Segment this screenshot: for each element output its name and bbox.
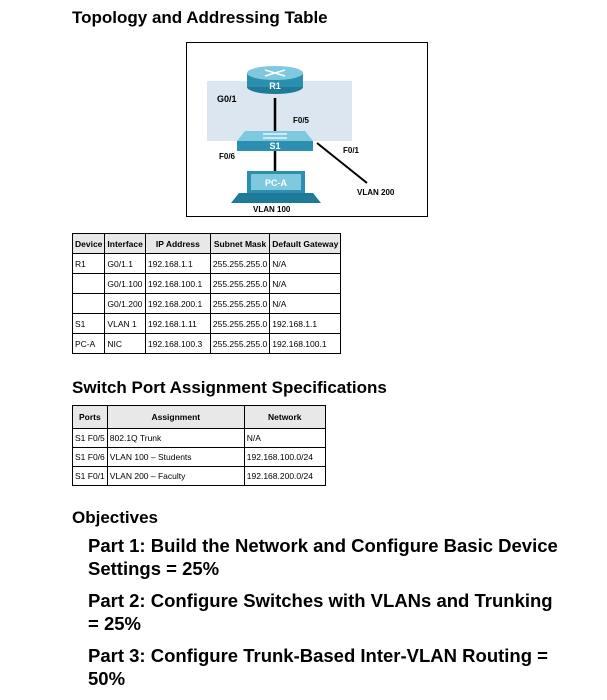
switch-port-trunk-label: F0/5 (293, 116, 310, 125)
table-cell: G0/1.200 (104, 293, 146, 314)
router-icon (247, 66, 303, 94)
objectives-heading: Objectives (72, 508, 158, 527)
table-cell: S1 F0/6 (72, 447, 108, 467)
link-s1-vlan200 (316, 142, 368, 184)
table-cell (71, 293, 106, 314)
table-cell: 192.168.1.1 (144, 253, 211, 274)
column-header: Device (71, 233, 106, 254)
table-cell: 192.168.1.11 (144, 313, 211, 334)
table-row: S1 VLAN 1 192.168.1.11 255.255.255.0 192… (71, 313, 342, 334)
addressing-table: Device Interface IP Address Subnet Mask … (71, 233, 342, 354)
topology-svg: R1 G0/1 S1 F0/5 F0/6 F0/1 PC-A VLAN 100 … (207, 66, 395, 214)
table-cell: VLAN 1 (104, 313, 146, 334)
table-cell: N/A (269, 293, 342, 314)
switch-port-pc-label: F0/6 (219, 152, 236, 161)
table-cell: NIC (104, 333, 146, 354)
table-cell: N/A (269, 273, 342, 294)
table-cell: 192.168.1.1 (269, 313, 342, 334)
router-label: R1 (269, 81, 281, 91)
table-cell: G0/1.1 (104, 253, 146, 274)
vlan-100-label: VLAN 100 (253, 205, 291, 214)
table-row: PC-A NIC 192.168.100.3 255.255.255.0 192… (71, 333, 342, 354)
column-header: IP Address (144, 233, 211, 254)
table-header-row: Ports Assignment Network (72, 405, 326, 429)
table-cell: 192.168.100.1 (144, 273, 211, 294)
table-cell: 192.168.100.3 (144, 333, 211, 354)
table-cell: VLAN 100 – Students (106, 447, 245, 467)
table-cell: 192.168.100.1 (269, 333, 342, 354)
topology-diagram: R1 G0/1 S1 F0/5 F0/6 F0/1 PC-A VLAN 100 … (186, 42, 428, 217)
table-cell: 192.168.100.0/24 (243, 447, 326, 467)
table-cell: 192.168.200.0/24 (243, 466, 326, 486)
table-row: G0/1.100 192.168.100.1 255.255.255.0 N/A (71, 273, 342, 294)
table-header-row: Device Interface IP Address Subnet Mask … (71, 233, 342, 254)
router-port-label: G0/1 (217, 94, 237, 104)
table-row: S1 F0/5 802.1Q Trunk N/A (72, 428, 326, 448)
pc-icon (231, 171, 321, 203)
table-row: R1 G0/1.1 192.168.1.1 255.255.255.0 N/A (71, 253, 342, 274)
table-cell (71, 273, 106, 294)
switch-port-table: Ports Assignment Network S1 F0/5 802.1Q … (72, 405, 326, 486)
table-cell: PC-A (71, 333, 106, 354)
table-cell: 255.255.255.0 (209, 273, 271, 294)
column-header: Interface (104, 233, 146, 254)
switch-icon (237, 131, 313, 151)
column-header: Ports (72, 405, 108, 429)
table-cell: 255.255.255.0 (209, 253, 271, 274)
switch-port-right-label: F0/1 (343, 146, 360, 155)
table-cell: 255.255.255.0 (209, 333, 271, 354)
table-row: S1 F0/1 VLAN 200 – Faculty 192.168.200.0… (72, 466, 326, 486)
table-cell: 255.255.255.0 (209, 313, 271, 334)
switch-label: S1 (269, 141, 280, 151)
objectives-list: Part 1: Build the Network and Configure … (88, 534, 558, 699)
vlan-200-label: VLAN 200 (357, 188, 395, 197)
page-title: Topology and Addressing Table (72, 8, 328, 27)
column-header: Assignment (106, 405, 245, 429)
table-cell: G0/1.100 (104, 273, 146, 294)
table-row: G0/1.200 192.168.200.1 255.255.255.0 N/A (71, 293, 342, 314)
table-row: S1 F0/6 VLAN 100 – Students 192.168.100.… (72, 447, 326, 467)
table-cell: 802.1Q Trunk (106, 428, 245, 448)
table-cell: R1 (71, 253, 106, 274)
table-cell: S1 (71, 313, 106, 334)
objective-part-1: Part 1: Build the Network and Configure … (88, 535, 558, 579)
table-cell: N/A (269, 253, 342, 274)
column-header: Subnet Mask (209, 233, 271, 254)
pc-label: PC-A (265, 178, 287, 188)
table-cell: N/A (243, 428, 326, 448)
switch-port-heading: Switch Port Assignment Specifications (72, 378, 387, 397)
table-cell: S1 F0/1 (72, 466, 108, 486)
table-cell: S1 F0/5 (72, 428, 108, 448)
objective-part-3: Part 3: Configure Trunk-Based Inter-VLAN… (88, 645, 548, 689)
table-cell: 192.168.200.1 (144, 293, 211, 314)
table-cell: 255.255.255.0 (209, 293, 271, 314)
table-cell: VLAN 200 – Faculty (106, 466, 245, 486)
column-header: Default Gateway (269, 233, 342, 254)
objective-part-2: Part 2: Configure Switches with VLANs an… (88, 590, 553, 634)
column-header: Network (243, 405, 326, 429)
